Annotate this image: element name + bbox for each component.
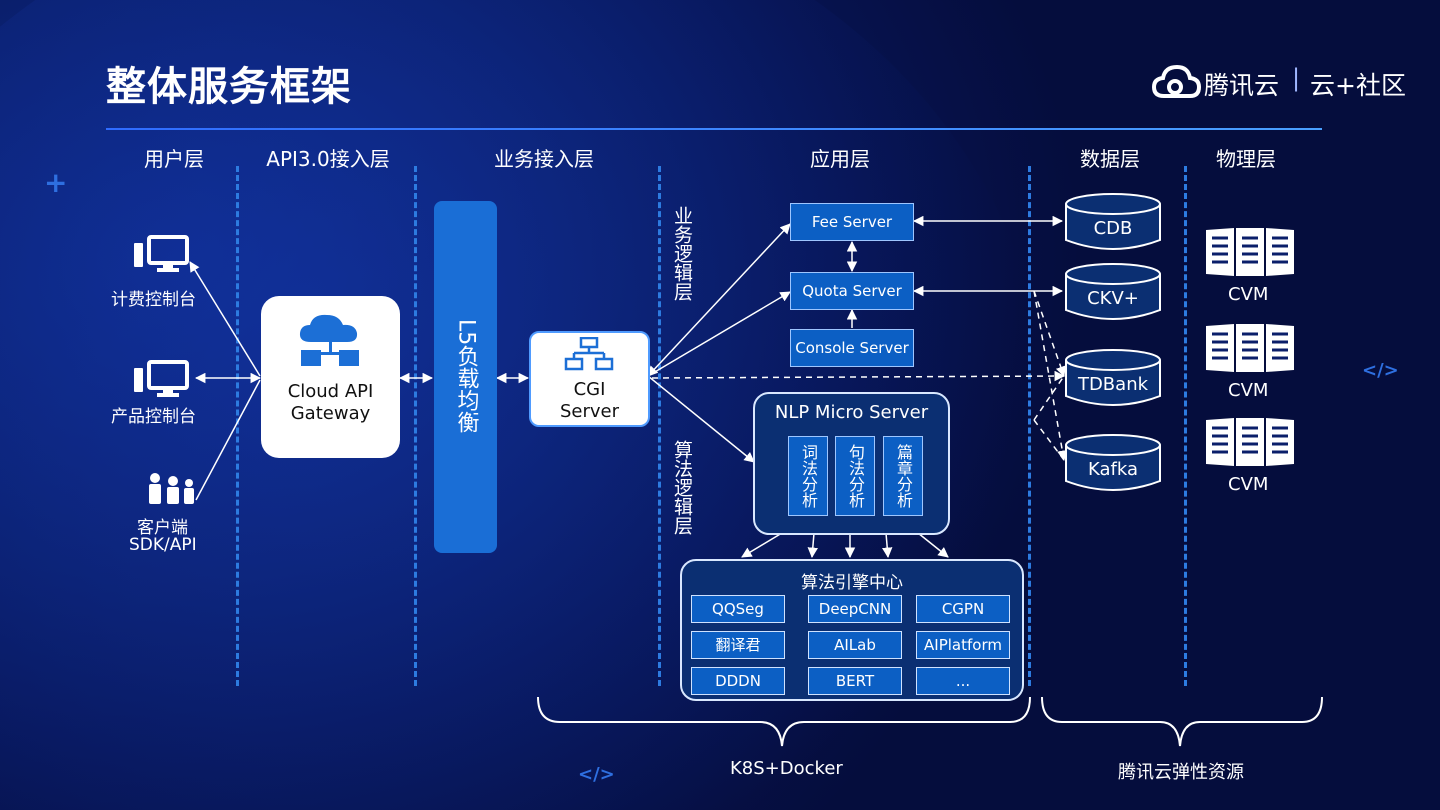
layer-separator: [236, 166, 239, 686]
header-divider: [106, 128, 1322, 130]
users-icon: [146, 472, 198, 506]
server-rack-icon: [1206, 228, 1294, 276]
database-tdbank: TDBank: [1064, 348, 1162, 406]
elastic-resource-label: 腾讯云弹性资源: [1118, 762, 1244, 783]
client-sdk-line2: SDK/API: [129, 535, 197, 555]
logo-brand: 腾讯云: [1204, 71, 1280, 100]
layer-separator: [658, 166, 661, 686]
algorithm-logic-label: 算法逻辑层: [671, 440, 693, 535]
console-server: Console Server: [790, 329, 914, 367]
layer-data: 数据层: [1080, 147, 1140, 171]
layer-application: 应用层: [810, 147, 870, 171]
db-label: CDB: [1093, 218, 1133, 239]
gateway-label-line2: Gateway: [290, 403, 371, 424]
layer-separator: [1028, 166, 1031, 686]
code-icon: </>: [578, 764, 615, 785]
business-logic-label: 业务逻辑层: [671, 206, 693, 301]
client-billing-console: 计费控制台: [111, 290, 196, 310]
code-icon: </>: [1362, 360, 1399, 381]
engine-item: QQSeg: [691, 595, 785, 623]
client-sdk-line1: 客户端: [137, 518, 188, 538]
engine-item: BERT: [808, 667, 902, 695]
logo-community: 云+社区: [1310, 71, 1406, 100]
database-icon: [1065, 263, 1161, 320]
layer-separator: [1184, 166, 1187, 686]
monitor-icon: [132, 360, 192, 400]
cvm-label: CVM: [1228, 474, 1269, 495]
fee-server: Fee Server: [790, 203, 914, 241]
cvm-label: CVM: [1228, 380, 1269, 401]
lb-label: L5负载均衡: [453, 319, 479, 434]
cvm-node: [1204, 416, 1296, 468]
nlp-title: NLP Micro Server: [774, 402, 929, 423]
database-icon: [1065, 349, 1161, 406]
quota-server: Quota Server: [790, 272, 914, 310]
monitor-icon: [132, 235, 192, 275]
cloud-logo-icon: [1152, 64, 1202, 98]
cgi-label-line1: CGI: [573, 379, 606, 400]
engine-item: ...: [916, 667, 1010, 695]
algorithm-engine-center: 算法引擎中心 QQSeg DeepCNN CGPN 翻译君 AILab AIPl…: [680, 559, 1024, 701]
server-rack-icon: [1206, 324, 1294, 372]
cgi-label-line2: Server: [559, 401, 620, 422]
layer-user: 用户层: [144, 147, 204, 171]
network-topology-icon: [564, 337, 614, 371]
page-title: 整体服务框架: [106, 64, 352, 110]
l5-load-balancer: L5负载均衡: [434, 201, 497, 553]
engine-item: DeepCNN: [808, 595, 902, 623]
gateway-label-line1: Cloud API: [287, 381, 374, 402]
nlp-module-discourse: 篇章分析: [883, 436, 923, 516]
database-icon: [1065, 193, 1161, 250]
db-label: CKV+: [1087, 288, 1139, 309]
db-label: TDBank: [1077, 374, 1149, 395]
db-label: Kafka: [1088, 459, 1138, 480]
nlp-module-lexical: 词法分析: [788, 436, 828, 516]
server-rack-icon: [1206, 418, 1294, 466]
cloud-network-icon: [299, 314, 359, 366]
database-cdb: CDB: [1064, 192, 1162, 250]
database-ckv: CKV+: [1064, 262, 1162, 320]
engine-title: 算法引擎中心: [801, 573, 903, 593]
layer-api: API3.0接入层: [266, 147, 390, 171]
engine-item: DDDN: [691, 667, 785, 695]
cvm-node: [1204, 322, 1296, 374]
layer-physical: 物理层: [1216, 147, 1276, 171]
engine-item: 翻译君: [691, 631, 785, 659]
plus-icon: +: [44, 166, 68, 199]
client-product-console: 产品控制台: [111, 407, 196, 427]
layer-separator: [414, 166, 417, 686]
cloud-api-gateway: Cloud API Gateway: [261, 296, 400, 458]
engine-item: CGPN: [916, 595, 1010, 623]
nlp-micro-server: NLP Micro Server 词法分析 句法分析 篇章分析: [753, 392, 950, 535]
tencent-cloud-logo: 腾讯云 | 云+社区: [1152, 62, 1406, 102]
cvm-node: [1204, 226, 1296, 278]
engine-item: AILab: [808, 631, 902, 659]
nlp-module-syntax: 句法分析: [835, 436, 875, 516]
database-icon: [1065, 434, 1161, 491]
database-kafka: Kafka: [1064, 433, 1162, 491]
layer-business-access: 业务接入层: [494, 147, 594, 171]
cgi-server: CGI Server: [529, 331, 650, 427]
cvm-label: CVM: [1228, 284, 1269, 305]
engine-item: AIPlatform: [916, 631, 1010, 659]
logo-divider: |: [1292, 64, 1301, 92]
k8s-docker-label: K8S+Docker: [730, 758, 843, 779]
